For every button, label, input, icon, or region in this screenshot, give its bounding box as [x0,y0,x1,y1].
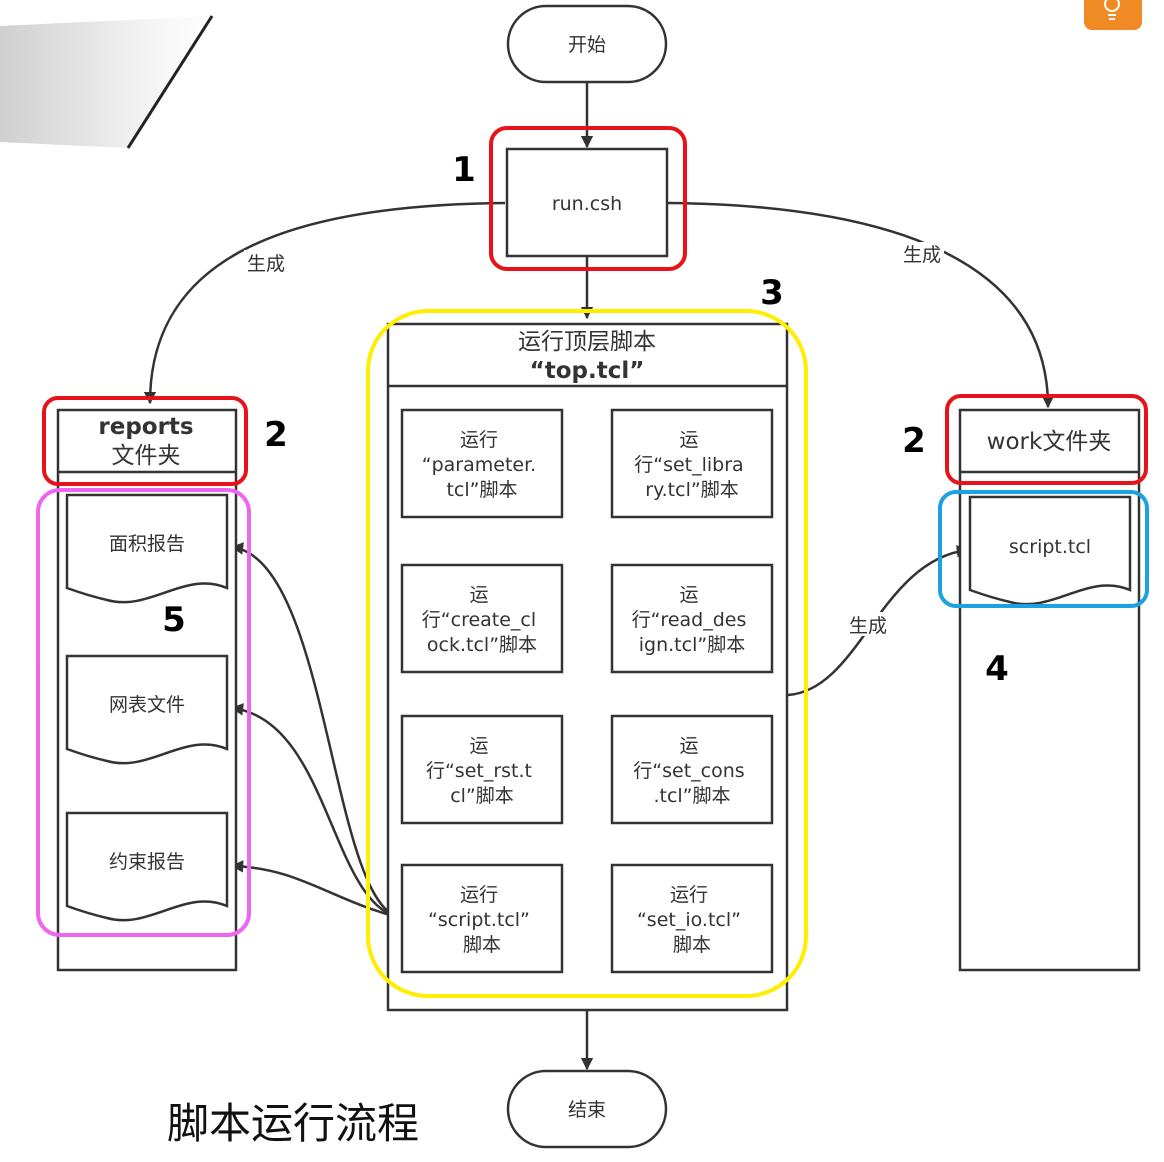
step-set-rst[interactable]: 运 行“set_rst.t cl”脚本 [400,714,564,825]
highlight-reports-header [42,396,248,486]
run-csh-node[interactable]: run.csh [505,147,669,258]
document-netlist[interactable]: 网表文件 [65,654,229,765]
reports-folder-label: 文件夹 [112,443,181,469]
step-script-text: 运行 “script.tcl” 脚本 [428,884,536,956]
end-label: 结束 [568,1099,606,1121]
work-folder-label: work文件夹 [987,429,1112,455]
step-set-library[interactable]: 运 行“set_libra ry.tcl”脚本 [610,408,774,519]
step-create-clock[interactable]: 运 行“create_cl ock.tcl”脚本 [400,563,564,674]
highlight-report-documents [36,488,251,937]
step-set-io-text: 运行 “set_io.tcl” 脚本 [637,884,747,956]
step-set-cons[interactable]: 运 行“set_cons .tcl”脚本 [610,714,774,825]
annotation-5: 5 [162,600,186,640]
start-node[interactable]: 开始 [506,4,668,84]
highlight-overlays [36,126,1149,998]
step-parameter[interactable]: 运行 “parameter. tcl”脚本 [400,408,564,519]
netlist-label: 网表文件 [109,694,185,716]
document-script-tcl[interactable]: script.tcl [968,495,1132,606]
edge-label-generate-right: 生成 [903,244,941,266]
step-create-clock-text: 运 行“create_cl ock.tcl”脚本 [422,584,542,656]
edge-run-to-reports [143,201,506,405]
step-parameter-text: 运行 “parameter. tcl”脚本 [422,429,543,501]
constraint-report-label: 约束报告 [109,851,185,873]
number-annotations: 1 2 2 3 4 5 [162,150,1009,689]
edge-script-to-constraint-report [230,860,402,920]
edge-label-generate-script: 生成 [849,615,887,637]
area-report-label: 面积报告 [109,533,185,555]
document-constraint-report[interactable]: 约束报告 [65,811,229,922]
annotation-3: 3 [760,273,784,313]
start-label: 开始 [568,34,606,56]
diagram-caption: 脚本运行流程 [167,1099,419,1148]
reports-folder-name: reports [98,414,193,440]
document-area-report[interactable]: 面积报告 [65,493,229,604]
step-script[interactable]: 运行 “script.tcl” 脚本 [400,863,564,974]
edge-labels: 生成 生成 生成 [244,242,944,637]
script-tcl-doc-label: script.tcl [1009,536,1091,558]
edge-label-generate-left: 生成 [247,253,285,275]
highlight-script-tcl [938,490,1149,608]
annotation-2-left: 2 [264,415,288,455]
top-tcl-title: 运行顶层脚本 [518,329,656,355]
step-set-io[interactable]: 运行 “set_io.tcl” 脚本 [610,863,774,974]
lightbulb-icon [1104,0,1120,20]
edge-script-to-area-report [230,542,402,920]
top-tcl-filename: “top.tcl” [530,358,645,384]
decorative-corner-shape [0,15,214,149]
step-read-design[interactable]: 运 行“read_des ign.tcl”脚本 [610,563,774,674]
run-csh-label: run.csh [552,193,622,215]
step-set-library-text: 运 行“set_libra ry.tcl”脚本 [634,429,750,501]
highlight-run-csh [489,126,687,271]
highlight-work-header [945,394,1148,485]
step-set-rst-text: 运 行“set_rst.t cl”脚本 [426,735,538,807]
annotation-2-right: 2 [902,421,926,461]
annotation-1: 1 [452,150,476,190]
highlight-top-tcl [366,309,808,998]
corner-badge[interactable] [1084,0,1142,30]
step-read-design-text: 运 行“read_des ign.tcl”脚本 [632,584,753,656]
end-node[interactable]: 结束 [506,1069,668,1149]
annotation-4: 4 [985,649,1009,689]
edge-script-to-netlist [230,703,402,920]
step-set-cons-text: 运 行“set_cons .tcl”脚本 [633,735,750,807]
